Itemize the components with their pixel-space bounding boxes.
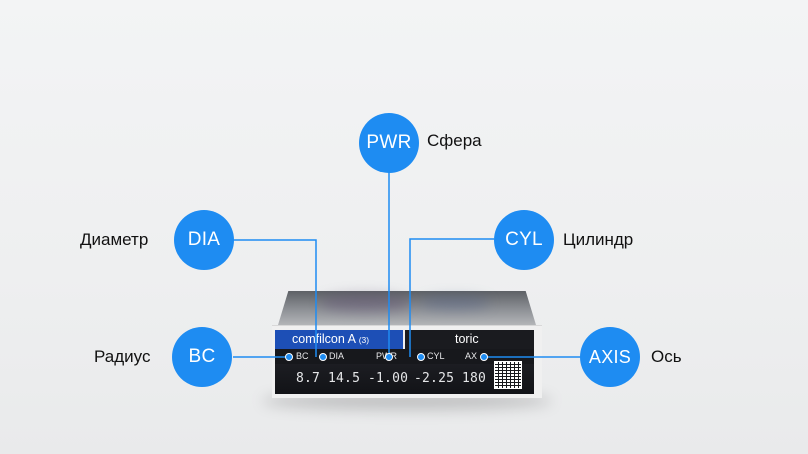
label-ax: AX: [465, 351, 478, 361]
connector-dia: [233, 239, 317, 357]
value-cyl: -2.25: [414, 371, 455, 386]
label-dia: DIA: [329, 351, 345, 361]
caption-axis: Ось: [651, 347, 682, 366]
value-dia: 14.5: [328, 371, 361, 386]
caption-pwr: Сфера: [427, 131, 482, 150]
value-ax: 180: [462, 371, 487, 386]
caption-dia: Диаметр: [80, 230, 149, 249]
caption-bc: Радиус: [94, 347, 151, 366]
lens-type-band: [405, 330, 534, 349]
callout-pwr: PWR: [359, 113, 419, 173]
package-top: [278, 291, 536, 325]
label-cyl: CYL: [427, 351, 445, 361]
callout-bc: BC: [172, 327, 232, 387]
material-band: [275, 330, 403, 349]
package-top-print: [420, 296, 490, 310]
lens-type: toric: [455, 332, 479, 346]
anchor-dot-cyl: [417, 353, 425, 361]
datamatrix-code-icon: [494, 361, 522, 389]
package-top-print: [320, 294, 410, 312]
callout-dia: DIA: [174, 210, 234, 270]
connector-cyl: [409, 238, 494, 357]
material-name: comfilcon A (3): [292, 330, 369, 350]
anchor-dot-dia: [319, 353, 327, 361]
callout-axis: AXIS: [580, 327, 640, 387]
material-count: (3): [358, 335, 370, 345]
value-bc: 8.7: [296, 371, 321, 386]
label-bc: BC: [296, 351, 309, 361]
callout-cyl: CYL: [494, 210, 554, 270]
value-pwr: -1.00: [368, 371, 409, 386]
parameter-labels-row: [275, 349, 534, 364]
anchor-dot-ax: [480, 353, 488, 361]
anchor-dot-pwr: [385, 353, 393, 361]
anchor-dot-bc: [285, 353, 293, 361]
material-name-text: comfilcon A: [292, 332, 356, 346]
caption-cyl: Цилиндр: [563, 230, 634, 249]
parameter-values-row: [275, 364, 534, 394]
